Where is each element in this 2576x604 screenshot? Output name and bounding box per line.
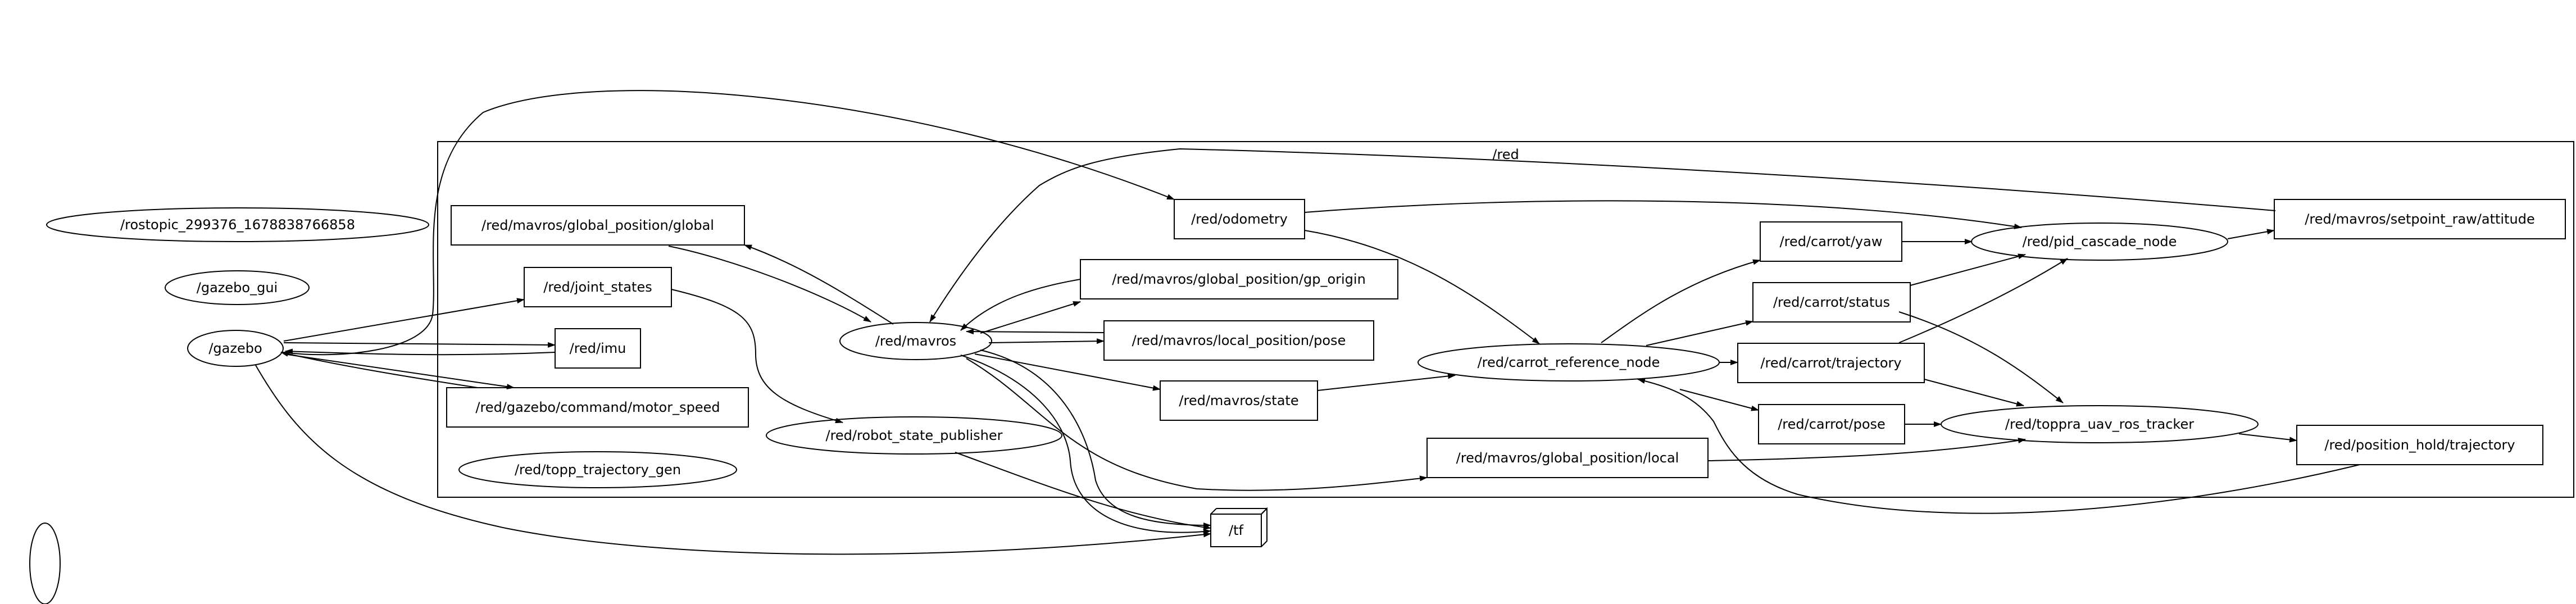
node-topp-trajectory-gen[interactable]: /red/topp_trajectory_gen xyxy=(458,451,737,488)
edge-gazebo-odometry xyxy=(283,90,1175,356)
svg-text:/red/mavros/global_position/lo: /red/mavros/global_position/local xyxy=(1456,450,1679,466)
svg-text:/red/carrot_reference_node: /red/carrot_reference_node xyxy=(1478,355,1660,370)
edge-mavros-mavros-state xyxy=(974,353,1161,391)
edge-toppra-pos-hold xyxy=(2238,433,2297,443)
svg-text:/red/topp_trajectory_gen: /red/topp_trajectory_gen xyxy=(515,462,681,478)
node-carrot-yaw[interactable]: /red/carrot/yaw xyxy=(1760,221,1902,262)
edge-pos-hold-carrot-ref xyxy=(1637,378,2360,514)
edge-carrot-traj-pid xyxy=(1898,258,2068,343)
edge-odometry-pid xyxy=(1304,200,2022,229)
edge-mavros-tf-2 xyxy=(980,349,1211,528)
edge-gazebo-tf xyxy=(255,365,1211,555)
edge-pid-attitude xyxy=(2227,229,2275,239)
node-imu[interactable]: /red/imu xyxy=(555,328,641,369)
node-position-hold-trajectory[interactable]: /red/position_hold/trajectory xyxy=(2296,425,2543,465)
svg-text:/red/toppra_uav_ros_tracker: /red/toppra_uav_ros_tracker xyxy=(2005,416,2194,432)
edge-motor-speed-gazebo xyxy=(280,351,478,388)
node-gp-origin[interactable]: /red/mavros/global_position/gp_origin xyxy=(1080,259,1398,299)
svg-text:/rostopic_299376_1678838766858: /rostopic_299376_1678838766858 xyxy=(120,217,355,233)
node-joint-states[interactable]: /red/joint_states xyxy=(524,267,672,307)
node-carrot-status[interactable]: /red/carrot/status xyxy=(1752,282,1911,323)
edge-carrot-status-toppra xyxy=(1898,311,2064,403)
edges xyxy=(255,90,2360,555)
svg-text:/gazebo: /gazebo xyxy=(208,340,262,356)
svg-text:/red/gazebo/command/motor_spee: /red/gazebo/command/motor_speed xyxy=(475,399,720,415)
edge-gp-origin-mavros xyxy=(960,279,1081,331)
node-setpoint-raw-attitude[interactable]: /red/mavros/setpoint_raw/attitude xyxy=(2274,199,2566,239)
node-carrot-trajectory[interactable]: /red/carrot/trajectory xyxy=(1737,343,1925,383)
svg-text:/red/mavros/global_position/gl: /red/mavros/global_position/global xyxy=(481,217,714,233)
node-carrot-reference-node[interactable]: /red/carrot_reference_node xyxy=(1418,343,1720,382)
edge-mavros-gp-local xyxy=(966,358,1428,491)
edge-gazebo-imu xyxy=(283,342,556,348)
edge-joint-states-robot-state-publisher xyxy=(671,289,843,424)
node-robot-state-publisher[interactable]: /red/robot_state_publisher xyxy=(766,416,1062,455)
node-gp-local[interactable]: /red/mavros/global_position/local xyxy=(1426,438,1709,478)
node-gazebo[interactable]: /gazebo xyxy=(187,330,284,367)
edge-mavros-global-position-global xyxy=(744,244,894,325)
edge-attitude-mavros xyxy=(929,148,2276,323)
svg-text:/red/mavros/setpoint_raw/attit: /red/mavros/setpoint_raw/attitude xyxy=(2305,211,2534,227)
node-rostopic[interactable]: /rostopic_299376_1678838766858 xyxy=(46,207,429,242)
svg-text:/red/joint_states: /red/joint_states xyxy=(543,279,652,295)
svg-text:/red/mavros/state: /red/mavros/state xyxy=(1179,393,1298,408)
edge-mavros-state-carrot-ref xyxy=(1317,373,1456,391)
edge-carrot-ref-carrot-yaw xyxy=(1601,259,1761,343)
edge-gazebo-motor-speed xyxy=(283,353,515,390)
edge-local-pose-mavros xyxy=(966,329,1105,335)
node-pid-cascade-node[interactable]: /red/pid_cascade_node xyxy=(1971,222,2228,261)
svg-text:/red/mavros/local_position/pos: /red/mavros/local_position/pose xyxy=(1132,333,1346,348)
node-local-pose[interactable]: /red/mavros/local_position/pose xyxy=(1103,320,1374,361)
edge-imu-gazebo xyxy=(285,348,556,356)
svg-text:/red/imu: /red/imu xyxy=(570,340,626,356)
svg-text:/red/robot_state_publisher: /red/robot_state_publisher xyxy=(825,428,1002,443)
edge-global-position-global-mavros xyxy=(668,246,871,323)
svg-text:/gazebo_gui: /gazebo_gui xyxy=(197,280,278,296)
edge-odometry-carrot-ref xyxy=(1304,230,1540,344)
svg-text:/red/carrot/status: /red/carrot/status xyxy=(1773,294,1890,310)
svg-text:/red/pid_cascade_node: /red/pid_cascade_node xyxy=(2023,234,2177,249)
svg-text:/red/position_hold/trajectory: /red/position_hold/trajectory xyxy=(2324,437,2515,453)
edge-mavros-local-pose xyxy=(988,338,1105,344)
edge-gp-local-toppra xyxy=(1707,438,2026,461)
svg-text:/tf: /tf xyxy=(1229,523,1243,538)
node-motor-speed[interactable]: /red/gazebo/command/motor_speed xyxy=(446,387,749,428)
edge-mavros-tf-1 xyxy=(960,355,1211,535)
node-blank[interactable] xyxy=(29,523,61,604)
svg-text:/red/carrot/trajectory: /red/carrot/trajectory xyxy=(1760,355,1901,371)
edge-carrot-ref-carrot-pose xyxy=(1679,389,1759,411)
node-mavros-state[interactable]: /red/mavros/state xyxy=(1160,380,1318,421)
svg-text:/red/mavros: /red/mavros xyxy=(875,333,956,349)
node-carrot-pose[interactable]: /red/carrot/pose xyxy=(1758,404,1905,444)
svg-text:/red/odometry: /red/odometry xyxy=(1191,211,1288,227)
node-gazebo-gui[interactable]: /gazebo_gui xyxy=(165,270,310,305)
node-global-position-global[interactable]: /red/mavros/global_position/global xyxy=(451,205,745,246)
edge-carrot-status-pid xyxy=(1910,253,2026,286)
svg-text:/red/mavros/global_position/gp: /red/mavros/global_position/gp_origin xyxy=(1112,271,1366,287)
edge-mavros-gp-origin xyxy=(980,301,1081,334)
edge-gazebo-joint-states xyxy=(283,298,525,342)
node-mavros[interactable]: /red/mavros xyxy=(839,322,992,360)
edge-carrot-traj-toppra xyxy=(1924,379,2024,407)
node-toppra-uav-ros-tracker[interactable]: /red/toppra_uav_ros_tracker xyxy=(1941,405,2259,443)
edge-robot-state-publisher-tf xyxy=(955,452,1211,530)
svg-text:/red/carrot/yaw: /red/carrot/yaw xyxy=(1780,234,1883,249)
node-odometry[interactable]: /red/odometry xyxy=(1174,199,1305,239)
svg-text:/red/carrot/pose: /red/carrot/pose xyxy=(1778,416,1886,432)
edge-carrot-ref-carrot-status xyxy=(1646,320,1753,346)
node-tf[interactable]: /tf xyxy=(1210,507,1267,547)
